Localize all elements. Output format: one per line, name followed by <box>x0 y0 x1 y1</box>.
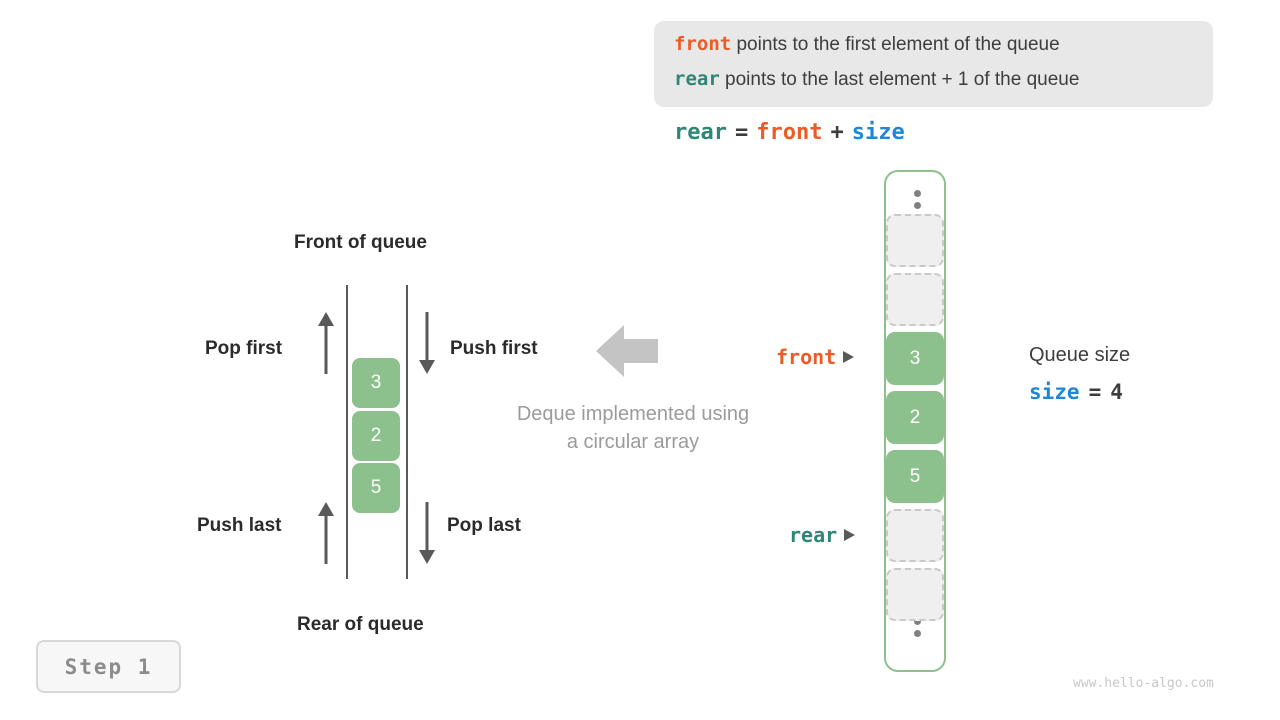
info-line-front: front points to the first element of the… <box>674 33 1060 56</box>
deque-right-rail <box>406 285 408 579</box>
queue-size-title: Queue size <box>1029 344 1131 366</box>
info-line-rear: rear points to the last element + 1 of t… <box>674 68 1079 91</box>
info-box: front points to the first element of the… <box>654 21 1213 107</box>
size-variable: size <box>1029 380 1080 404</box>
front-of-queue-label: Front of queue <box>294 232 427 253</box>
deque-cell: 5 <box>352 463 400 513</box>
formula-rear-equals-front-plus-size: rear = front + size <box>674 120 905 145</box>
deque-cell: 2 <box>352 411 400 461</box>
front-keyword: front <box>674 33 732 55</box>
watermark: www.hello-algo.com <box>1073 676 1214 691</box>
array-slot <box>886 509 944 562</box>
formula-rear: rear <box>674 120 727 145</box>
rear-pointer: rear <box>789 523 856 547</box>
deque-cell: 3 <box>352 358 400 408</box>
dot <box>913 618 921 625</box>
queue-size-expression: size = 4 <box>1029 380 1123 404</box>
pop-first-label: Pop first <box>205 338 283 359</box>
caption-line-1: Deque implemented using <box>516 403 750 425</box>
front-pointer: front <box>776 345 855 369</box>
pop-first-arrow-up-icon <box>318 312 334 374</box>
array-slot: 5 <box>886 450 944 503</box>
size-value: 4 <box>1110 380 1123 404</box>
array-slot <box>886 214 944 267</box>
rear-pointer-label: rear <box>789 523 838 547</box>
formula-plus: + <box>830 120 844 145</box>
dot <box>913 202 921 209</box>
array-slot <box>886 568 944 621</box>
array-slot: 2 <box>886 391 944 444</box>
deque-left-rail <box>346 285 348 579</box>
dot <box>913 190 921 197</box>
formula-equals: = <box>734 120 749 145</box>
caption-line-2: a circular array <box>566 431 700 453</box>
front-pointer-arrowhead-icon <box>843 351 855 363</box>
pop-last-arrow-down-icon <box>419 502 435 564</box>
left-pointing-arrow-icon <box>596 325 658 377</box>
front-pointer-label: front <box>776 345 837 369</box>
push-last-label: Push last <box>197 515 282 536</box>
formula-front: front <box>756 120 823 145</box>
rear-pointer-arrowhead-icon <box>844 529 856 541</box>
array-slot <box>886 273 944 326</box>
diagram-caption: Deque implemented using a circular array <box>493 400 773 456</box>
rear-keyword: rear <box>674 68 720 90</box>
front-description: points to the first element of the queue <box>736 34 1060 55</box>
rear-description: points to the last element + 1 of the qu… <box>725 69 1080 90</box>
push-first-arrow-down-icon <box>419 312 435 374</box>
dot <box>913 630 921 637</box>
formula-size: size <box>851 120 905 145</box>
array-slot: 3 <box>886 332 944 385</box>
push-first-label: Push first <box>450 338 538 359</box>
push-last-arrow-up-icon <box>318 502 334 564</box>
size-equals: = <box>1088 380 1102 404</box>
rear-of-queue-label: Rear of queue <box>297 614 424 635</box>
pop-last-label: Pop last <box>447 515 521 536</box>
step-badge: Step 1 <box>36 640 181 693</box>
